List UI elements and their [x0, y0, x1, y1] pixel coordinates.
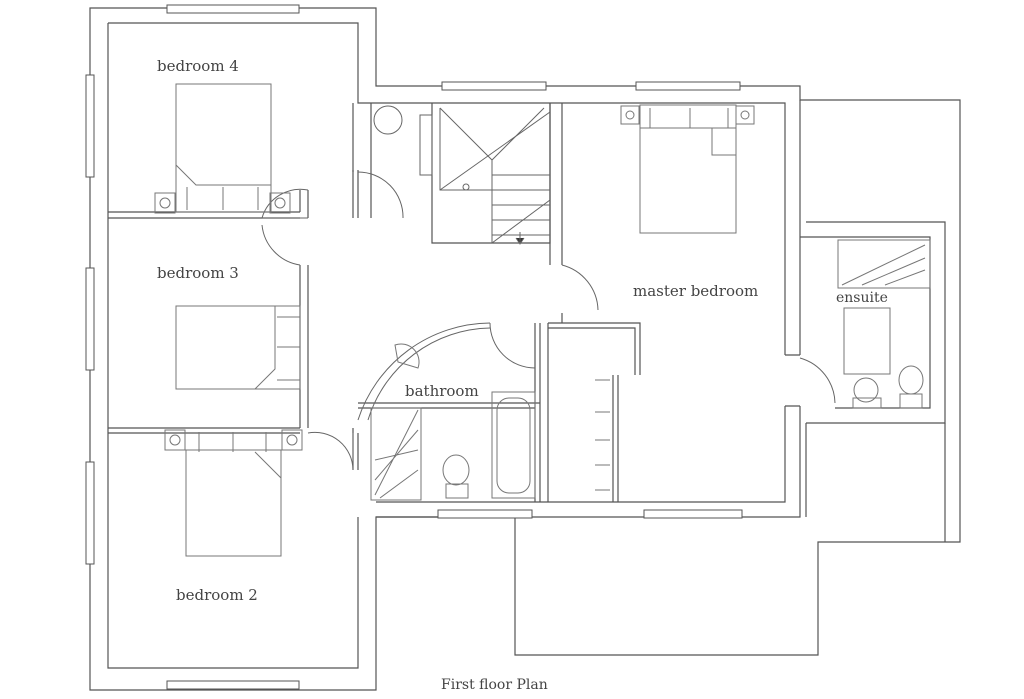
wall-bed3-bed2 [108, 427, 300, 434]
door-cupboard [357, 171, 404, 219]
door-bathroom-arc [357, 322, 491, 421]
basin-bathroom [394, 343, 420, 369]
door-bed2 [307, 431, 354, 471]
toilet-bathroom [442, 454, 470, 486]
bath [491, 391, 536, 499]
room-label-bedroom4: bedroom 4 [157, 57, 239, 75]
door-bathroom [489, 322, 536, 369]
bed-bedroom4 [175, 83, 272, 213]
door-master [561, 264, 599, 311]
room-label-master-bedroom: master bedroom [633, 282, 759, 300]
plan-title: First floor Plan [441, 677, 548, 693]
door-ensuite [799, 357, 836, 404]
room-label-bathroom: bathroom [405, 382, 479, 400]
ensuite-wall [806, 221, 946, 424]
inner-wall [108, 22, 786, 355]
door-bed3 [261, 224, 301, 266]
shower-ensuite [837, 239, 931, 289]
bed-bedroom2 [185, 449, 282, 557]
room-label-bedroom3: bedroom 3 [157, 264, 239, 282]
shower-bathroom [370, 407, 422, 501]
window [166, 4, 300, 14]
room-label-ensuite: ensuite [836, 290, 888, 306]
bed-master [639, 104, 737, 234]
room-label-bedroom2: bedroom 2 [176, 586, 258, 604]
toilet-ensuite [898, 365, 924, 395]
